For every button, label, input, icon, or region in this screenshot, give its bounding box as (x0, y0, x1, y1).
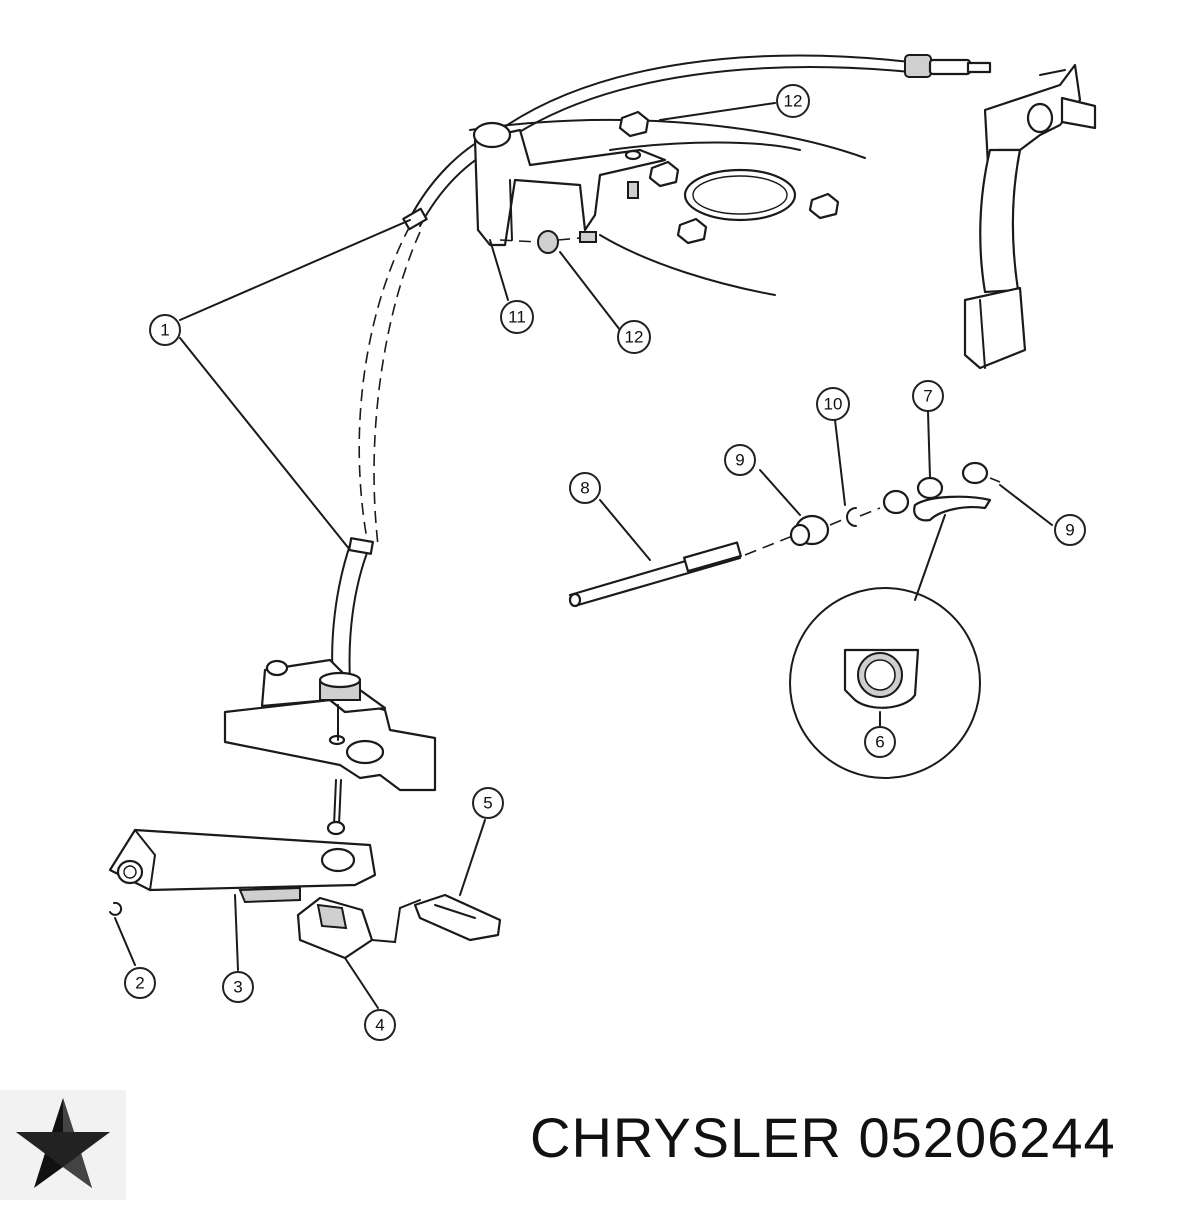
svg-text:4: 4 (375, 1016, 384, 1035)
svg-text:3: 3 (233, 978, 242, 997)
brand-part-number: CHRYSLER 05206244 (530, 1105, 1116, 1170)
callout-5: 5 (472, 787, 504, 819)
lever-arm (108, 828, 377, 916)
shift-cable (331, 54, 992, 681)
callout-7: 7 (912, 380, 944, 412)
callout-8: 8 (569, 472, 601, 504)
shifter-bracket (223, 658, 437, 836)
callout-9b: 9 (1054, 514, 1086, 546)
callout-12b: 12 (617, 320, 651, 354)
svg-text:5: 5 (483, 794, 492, 813)
callout-9a: 9 (724, 444, 756, 476)
svg-text:6: 6 (875, 733, 884, 752)
detail-circle-6 (789, 587, 981, 779)
callout-10: 10 (816, 387, 850, 421)
callout-3: 3 (222, 971, 254, 1003)
svg-text:7: 7 (923, 387, 932, 406)
callout-12a: 12 (776, 84, 810, 118)
callout-2: 2 (124, 967, 156, 999)
callout-6: 6 (864, 726, 896, 758)
pentastar-logo-icon (0, 1090, 126, 1200)
brand-name: CHRYSLER (530, 1106, 842, 1169)
svg-text:9: 9 (735, 451, 744, 470)
leader-lines (114, 102, 1053, 1009)
shaft-assembly (568, 461, 1001, 608)
svg-text:10: 10 (824, 395, 843, 414)
callout-11: 11 (500, 300, 534, 334)
svg-text:12: 12 (625, 328, 644, 347)
callout-4: 4 (364, 1009, 396, 1041)
svg-text:9: 9 (1065, 521, 1074, 540)
pedal-assembly (963, 63, 1097, 370)
svg-text:1: 1 (160, 321, 169, 340)
svg-text:12: 12 (784, 92, 803, 111)
upper-bracket (472, 110, 840, 254)
floor-pan-outline (469, 118, 866, 296)
callout-1: 1 (149, 314, 181, 346)
clip-and-retainer (296, 893, 502, 960)
svg-text:2: 2 (135, 974, 144, 993)
svg-text:11: 11 (508, 308, 526, 327)
part-number: 05206244 (858, 1106, 1116, 1169)
svg-text:8: 8 (580, 479, 589, 498)
